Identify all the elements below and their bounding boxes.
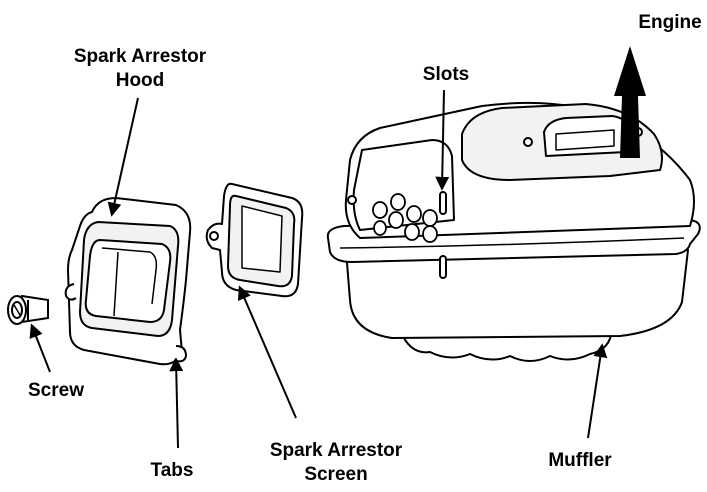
muffler-leader-arrow [587,343,608,439]
screen-leader-arrow [238,285,297,419]
hood-leader-arrow [107,97,139,217]
screen-label-line1: Spark Arrestor [270,440,403,461]
screen-label-line2: Screen [304,464,367,485]
slots-leader-arrow [435,89,450,191]
screw-leader-arrow [29,323,51,373]
tabs-label: Tabs [151,460,194,481]
tabs-leader-arrow [169,357,184,449]
screw-illustration [7,294,49,325]
slots-label: Slots [423,64,469,85]
muffler-illustration [326,101,701,362]
engine-direction-arrow [614,46,646,158]
muffler-label: Muffler [548,450,612,471]
hood-label-line2: Hood [116,70,165,91]
screw-label: Screw [28,380,84,401]
spark-arrestor-hood-illustration [64,197,192,366]
hood-label-line1: Spark Arrestor [74,46,207,67]
spark-arrestor-screen-illustration [205,182,304,298]
engine-label: Engine [638,12,701,33]
